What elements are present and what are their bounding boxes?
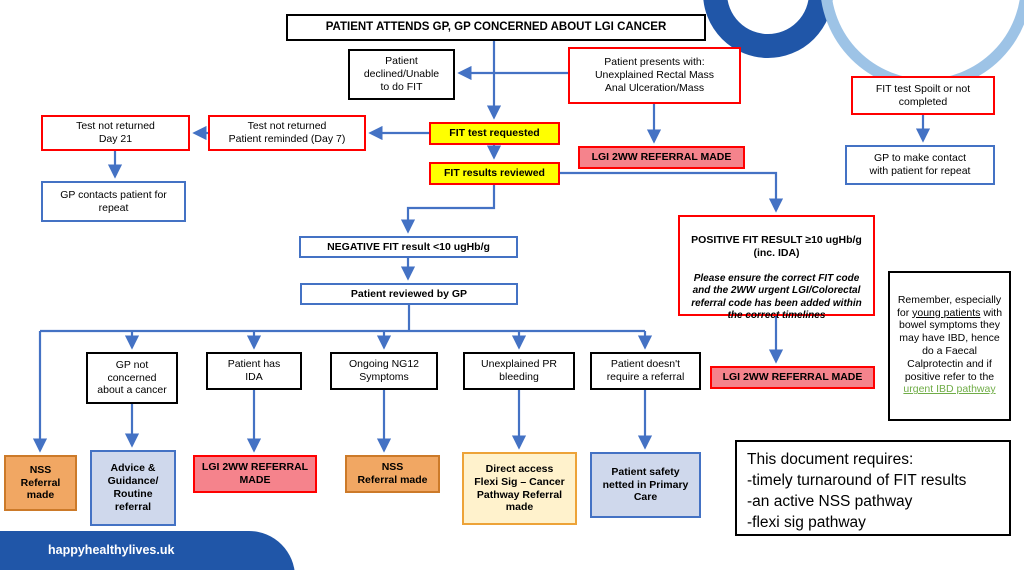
node-title: PATIENT ATTENDS GP, GP CONCERNED ABOUT L…	[286, 14, 706, 41]
node-gp-not-concerned: GP not concerned about a cancer	[86, 352, 178, 404]
node-nss-referral-made: NSS Referral made	[345, 455, 440, 493]
node-lgi-2ww-referral-ida: LGI 2WW REFERRAL MADE	[193, 455, 317, 493]
positive-fit-title: POSITIVE FIT RESULT ≥10 ugHb/g (inc. IDA…	[691, 233, 862, 259]
node-patient-safety-netted: Patient safety netted in Primary Care	[590, 452, 701, 518]
node-nss-referral-made-left: NSS Referral made	[4, 455, 77, 511]
node-gp-make-contact: GP to make contact with patient for repe…	[845, 145, 995, 185]
document-requirements-note: This document requires: -timely turnarou…	[735, 440, 1011, 536]
brand-url: happyhealthylives.uk	[48, 543, 175, 557]
node-patient-reviewed-by-gp: Patient reviewed by GP	[300, 283, 518, 305]
node-flexi-sig-referral: Direct access Flexi Sig – Cancer Pathway…	[462, 452, 577, 525]
positive-fit-instructions: Please ensure the correct FIT code and t…	[691, 273, 862, 321]
node-fit-test-requested: FIT test requested	[429, 122, 560, 145]
node-lgi-2ww-referral-presenting: LGI 2WW REFERRAL MADE	[578, 146, 745, 169]
node-fit-results-reviewed: FIT results reviewed	[429, 162, 560, 185]
node-fit-spoilt: FIT test Spoilt or not completed	[851, 76, 995, 115]
brand-banner	[0, 531, 295, 570]
node-no-referral-required: Patient doesn't require a referral	[590, 352, 701, 390]
node-negative-fit-result: NEGATIVE FIT result <10 ugHb/g	[299, 236, 518, 258]
node-gp-contacts-repeat: GP contacts patient for repeat	[41, 181, 186, 222]
node-patient-declined: Patient declined/Unable to do FIT	[348, 49, 455, 100]
connector-lines	[32, 41, 931, 453]
remember-young-patients: young patients	[912, 306, 981, 319]
node-not-returned-day21: Test not returned Day 21	[41, 115, 190, 151]
node-positive-fit-result: POSITIVE FIT RESULT ≥10 ugHb/g (inc. IDA…	[678, 215, 875, 321]
node-unexplained-pr-bleeding: Unexplained PR bleeding	[463, 352, 575, 390]
node-not-returned-day7: Test not returned Patient reminded (Day …	[208, 115, 366, 151]
node-patient-presents: Patient presents with: Unexplained Recta…	[568, 47, 741, 104]
remember-text-intro: Remember, especially for	[896, 293, 1002, 319]
node-patient-has-ida: Patient has IDA	[206, 352, 302, 390]
remember-note: Remember, especially for young patients …	[888, 271, 1011, 421]
node-ongoing-ng12-symptoms: Ongoing NG12 Symptoms	[330, 352, 438, 390]
urgent-ibd-pathway-link[interactable]: urgent IBD pathway	[903, 383, 996, 396]
node-advice-guidance-routine: Advice & Guidance/ Routine referral	[90, 450, 176, 526]
node-lgi-2ww-referral-positive: LGI 2WW REFERRAL MADE	[710, 366, 875, 389]
remember-text-mid: with bowel symptoms they may have IBD, h…	[899, 306, 1003, 383]
